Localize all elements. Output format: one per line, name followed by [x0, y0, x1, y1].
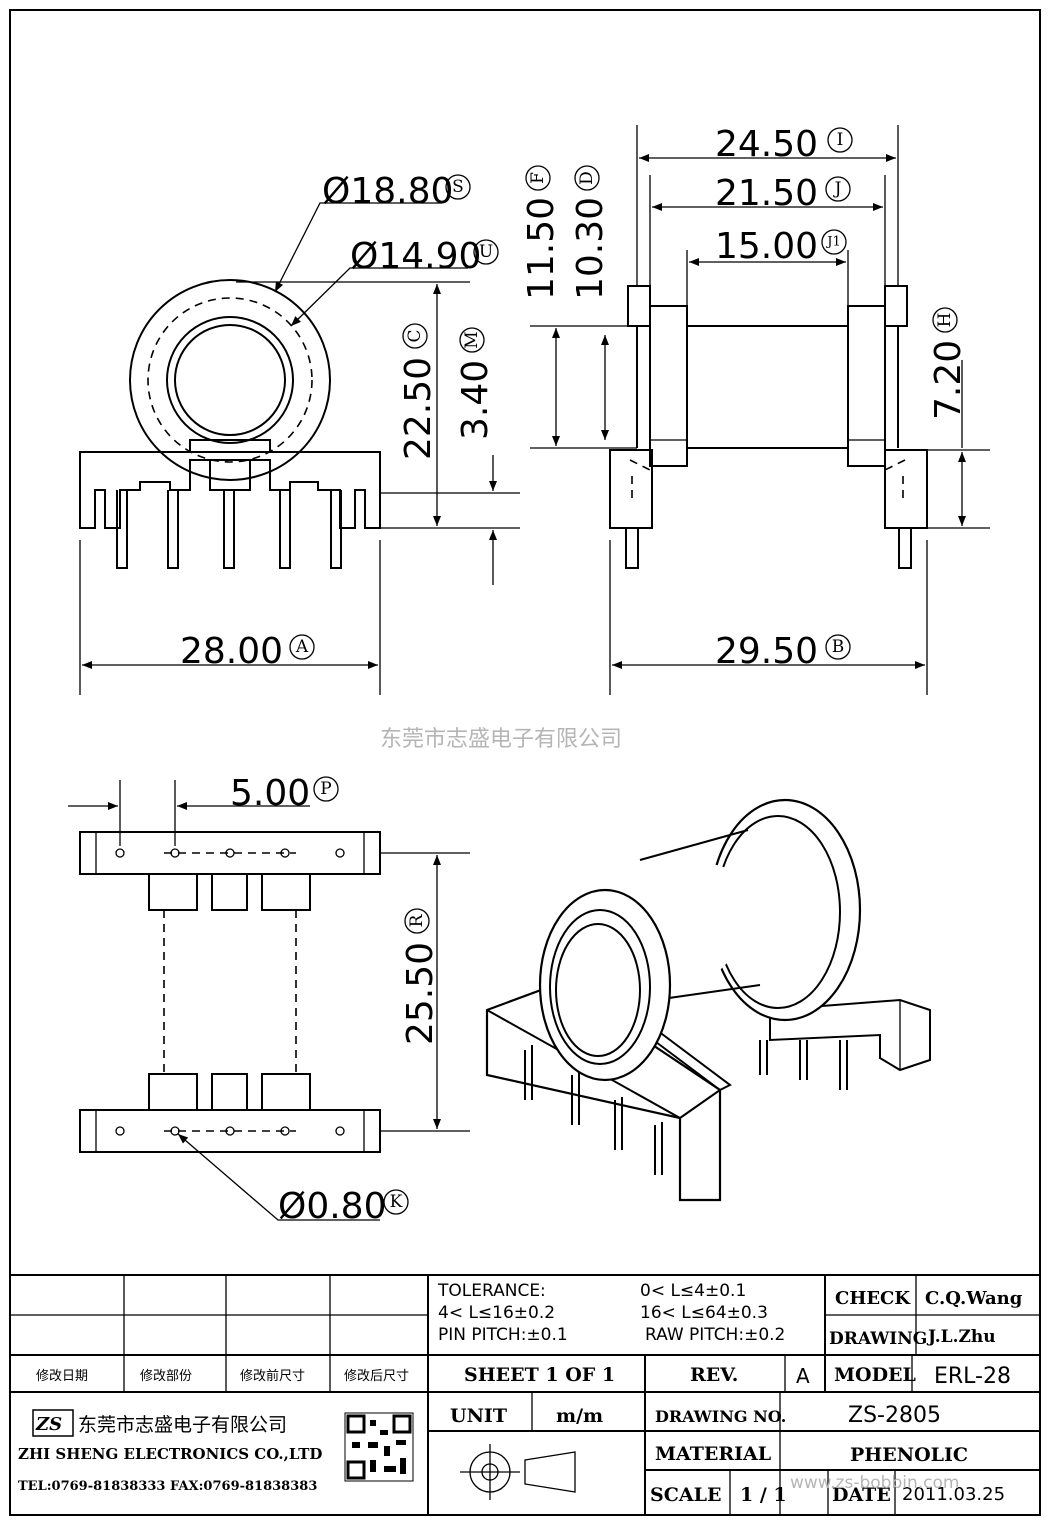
drawing-label: DRAWING [829, 1329, 927, 1349]
front-view [79, 202, 520, 695]
drawing-no-value: ZS-2805 [848, 1403, 941, 1428]
dim-h-h: 7.20 [928, 340, 969, 420]
projection-symbol [460, 1444, 576, 1500]
tolerance-1: 4< L≤16±0.2 [438, 1303, 555, 1323]
logo-text: ZS [35, 1414, 62, 1435]
rev-header-after: 修改后尺寸 [344, 1369, 409, 1384]
tolerance-raw: RAW PITCH:±0.2 [645, 1325, 785, 1345]
tolerance-label: TOLERANCE: [437, 1281, 546, 1301]
dim-len-j: 21.50 [715, 173, 818, 214]
model-label: MODEL [834, 1364, 916, 1386]
dim-code-a: A [295, 637, 309, 657]
tolerance-3: 16< L≤64±0.3 [640, 1303, 768, 1323]
dim-h-f: 11.50 [521, 197, 562, 300]
dim-code-u: U [479, 242, 493, 262]
dim-height-c: 22.50 [398, 357, 439, 460]
company-tel: TEL:0769-81838333 FAX:0769-81838383 [18, 1479, 317, 1494]
rev-label: REV. [690, 1364, 738, 1386]
dim-code-r: R [407, 913, 427, 927]
qr-code [344, 1412, 414, 1482]
dim-code-j1: J1 [825, 235, 840, 250]
dimension-labels: Ø18.80 S Ø14.90 U 28.00 A 24.50 I 21.50 … [180, 124, 969, 1227]
tolerance-2: 0< L≤4±0.1 [640, 1281, 746, 1301]
dim-code-i: I [837, 130, 844, 150]
rev-value: A [796, 1364, 810, 1388]
dim-code-j: J [833, 179, 842, 199]
dim-d-inner: Ø14.90 [350, 236, 481, 277]
company-cn: 东莞市志盛电子有限公司 [78, 1414, 287, 1436]
material-label: MATERIAL [655, 1443, 771, 1465]
date-value: 2011.03.25 [902, 1484, 1005, 1505]
bottom-view [68, 780, 470, 1221]
scale-value: 1 / 1 [740, 1484, 787, 1506]
check-value: C.Q.Wang [925, 1288, 1023, 1309]
drawing-frame [9, 9, 1041, 1516]
date-label: DATE [832, 1484, 891, 1506]
dim-code-c: C [405, 329, 425, 342]
side-view [530, 125, 990, 695]
dim-len-i: 24.50 [715, 124, 818, 165]
dim-code-h: H [935, 313, 955, 328]
dim-len-j1: 15.00 [715, 226, 818, 267]
dim-code-k: K [390, 1192, 403, 1212]
rev-header-date: 修改日期 [36, 1369, 88, 1384]
unit-value: m/m [556, 1405, 603, 1427]
dim-d-outer: Ø18.80 [322, 171, 453, 212]
company-logo: ZS [32, 1409, 74, 1437]
unit-label: UNIT [450, 1405, 507, 1427]
check-label: CHECK [835, 1288, 911, 1309]
isometric-view [485, 798, 931, 1202]
watermark-bottom: www.zs-bobbin.com [790, 1473, 959, 1493]
dim-pin-len-m: 3.40 [455, 360, 496, 440]
dim-code-b: B [832, 637, 845, 657]
sheet-text: SHEET 1 OF 1 [464, 1364, 615, 1386]
material-value: PHENOLIC [850, 1444, 968, 1466]
dim-code-p: P [320, 779, 331, 799]
drawing-no-label: DRAWING NO. [655, 1407, 786, 1426]
dim-pin-k: Ø0.80 [278, 1186, 387, 1227]
dim-width-b: 29.50 [715, 631, 818, 672]
dim-span-r: 25.50 [400, 942, 441, 1045]
dim-h-d: 10.30 [570, 197, 611, 300]
title-block: TOLERANCE: 4< L≤16±0.2 PIN PITCH:±0.1 0<… [10, 1274, 1040, 1515]
drawing-value: J.L.Zhu [926, 1327, 996, 1347]
dim-code-s: S [452, 177, 464, 197]
rev-header-before: 修改前尺寸 [240, 1368, 305, 1384]
company-en: ZHI SHENG ELECTRONICS CO.,LTD [18, 1445, 322, 1463]
dim-code-m: M [462, 331, 482, 348]
dim-pitch-p: 5.00 [230, 773, 310, 814]
scale-label: SCALE [650, 1484, 721, 1506]
dim-code-d: D [577, 171, 597, 185]
rev-header-part: 修改部份 [140, 1369, 192, 1384]
watermark-center: 东莞市志盛电子有限公司 [380, 727, 622, 752]
dim-code-f: F [528, 172, 548, 184]
dim-width-a: 28.00 [180, 631, 283, 672]
tolerance-pin: PIN PITCH:±0.1 [438, 1325, 568, 1345]
model-value: ERL-28 [934, 1364, 1011, 1389]
